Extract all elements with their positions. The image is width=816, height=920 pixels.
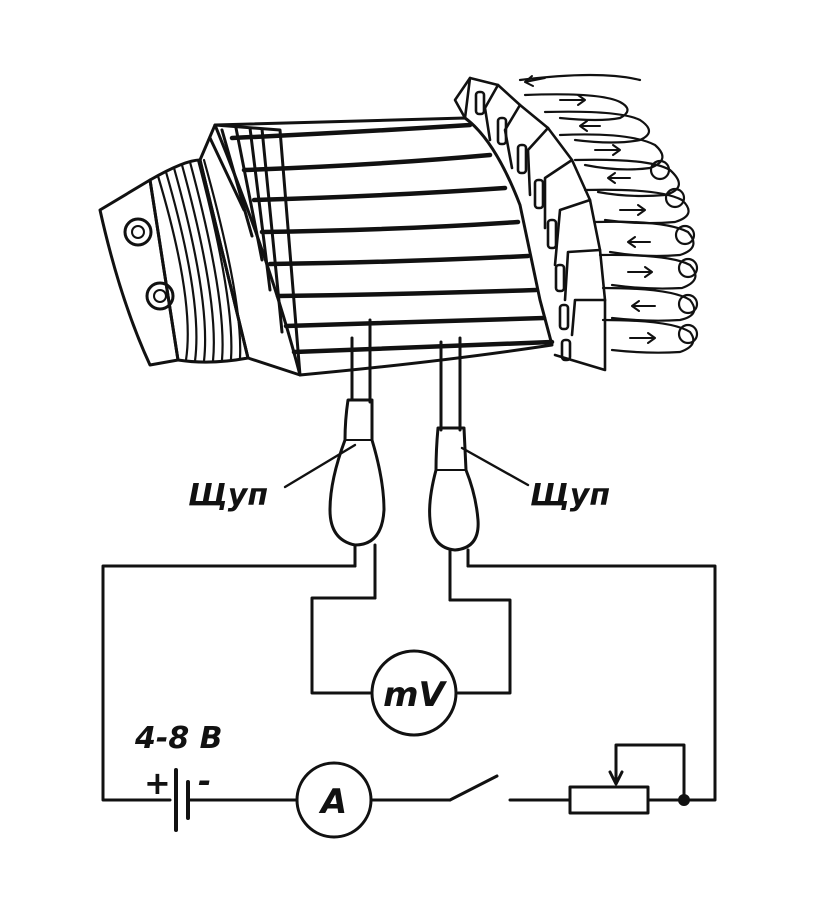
shaft-hole-lower <box>145 281 175 311</box>
commutator-bar-line <box>267 253 531 267</box>
commutator-bar-line <box>283 315 547 329</box>
commutator-body <box>213 116 554 377</box>
battery-plus-label: + <box>144 764 171 802</box>
knife-switch[interactable] <box>448 774 499 802</box>
wire-left-outer <box>101 564 357 802</box>
circuit-wires <box>101 564 717 802</box>
battery-minus-label: - <box>198 762 211 800</box>
probe-right-label: Щуп <box>530 478 610 513</box>
wire-mv-left <box>310 596 377 695</box>
current-arrows <box>524 75 656 344</box>
commutator-bar-line <box>229 122 473 141</box>
probe-left-tip <box>350 318 372 404</box>
probe-left-lead <box>353 543 377 600</box>
wire-mv-right <box>448 598 512 695</box>
battery-voltage-label: 4-8 В <box>134 721 223 756</box>
probe-right-handle <box>428 426 480 552</box>
commutator-bar-line <box>275 287 539 299</box>
shaft-hole-upper <box>123 217 153 247</box>
rheostat[interactable] <box>568 743 690 815</box>
rheostat-body <box>568 785 650 815</box>
commutator-bar-line <box>241 152 493 173</box>
ammeter-label: A <box>318 782 347 822</box>
label-leaders <box>283 443 530 489</box>
wire-right-outer <box>466 564 717 802</box>
commutator-bars <box>229 122 555 355</box>
millivoltmeter-label: mV <box>383 675 447 715</box>
binding-band <box>148 158 250 364</box>
probe-right[interactable] <box>428 336 480 602</box>
winding-leads <box>518 73 699 354</box>
ammeter[interactable]: A <box>295 761 373 839</box>
probe-right-lead <box>448 548 470 602</box>
commutator-collar <box>198 123 302 377</box>
probe-right-leader <box>460 446 530 487</box>
probe-left[interactable] <box>328 318 386 600</box>
shaft-end <box>98 178 180 367</box>
commutator-risers <box>453 76 607 372</box>
rheostat-junction <box>678 794 690 806</box>
probe-left-leader <box>283 443 357 489</box>
commutator-bar-line <box>251 185 508 203</box>
probe-left-handle <box>328 398 386 547</box>
battery[interactable] <box>174 768 190 832</box>
rheostat-slider <box>608 743 686 802</box>
probe-right-tip <box>439 336 462 432</box>
probe-left-label: Щуп <box>188 478 268 513</box>
commutator-bar-line <box>259 219 521 235</box>
commutator-bar-line <box>291 339 555 355</box>
millivoltmeter[interactable]: mV <box>370 649 458 737</box>
armature <box>98 73 699 377</box>
switch-blade <box>448 774 499 802</box>
